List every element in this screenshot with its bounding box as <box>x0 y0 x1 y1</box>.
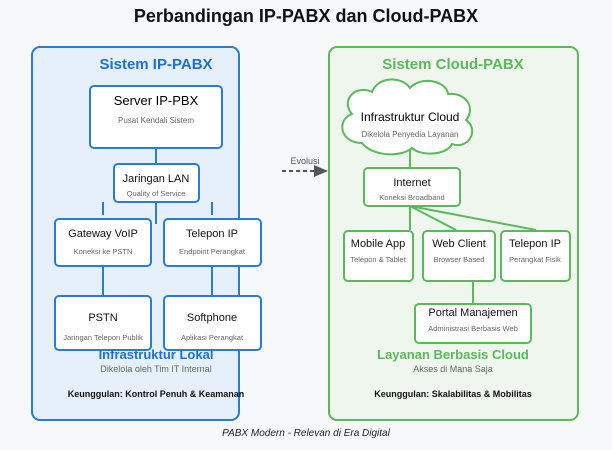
diagram-title: Perbandingan IP-PABX dan Cloud-PABX <box>133 6 479 26</box>
portal-title: Portal Manajemen <box>428 307 518 319</box>
cloud-footer-title: Layanan Berbasis Cloud <box>377 347 529 362</box>
cloud-sub: Dikelola Penyedia Layanan <box>361 130 459 139</box>
cloud-advantage: Keunggulan: Skalabilitas & Mobilitas <box>374 389 532 399</box>
ip-pabx-title: Sistem IP-PABX <box>99 56 213 73</box>
gateway-box <box>54 218 152 267</box>
ip-pabx-advantage: Keunggulan: Kontrol Penuh & Keamanan <box>67 389 245 399</box>
mobile-app-box <box>343 230 414 282</box>
softphone-title: Softphone <box>186 312 238 324</box>
cloud-pabx-title: Sistem Cloud-PABX <box>382 56 524 73</box>
ip-phone-box <box>163 218 262 267</box>
cloud-title: Infrastruktur Cloud <box>360 110 460 124</box>
caption: PABX Modern - Relevan di Era Digital <box>222 428 390 439</box>
pstn-title: PSTN <box>88 312 118 324</box>
mobile-app-sub: Telepon & Tablet <box>350 255 406 264</box>
pstn-sub: Jaringan Telepon Publik <box>63 333 143 342</box>
evolution-label: Evolusi <box>290 156 320 166</box>
internet-box <box>363 167 461 207</box>
ip-phone-sub: Endpoint Perangkat <box>179 247 245 256</box>
lan-box <box>113 163 200 203</box>
cloud-phone-title: Telepon IP <box>509 238 561 250</box>
lan-title: Jaringan LAN <box>122 173 190 185</box>
server-sub: Pusat Kendali Sistem <box>117 116 195 125</box>
cloud-phone-sub: Perangkat Fisik <box>509 255 561 264</box>
internet-title: Internet <box>393 177 431 189</box>
internet-sub: Koneksi Broadband <box>379 193 445 202</box>
softphone-sub: Aplikasi Perangkat <box>180 333 244 342</box>
ip-phone-title: Telepon IP <box>186 228 238 240</box>
cloud-footer-sub: Akses di Mana Saja <box>413 364 493 374</box>
gateway-sub: Koneksi ke PSTN <box>73 247 133 256</box>
web-client-box <box>422 230 496 282</box>
pstn-box <box>54 295 152 351</box>
ip-pabx-footer-title: Infrastruktur Lokal <box>98 347 214 362</box>
gateway-title: Gateway VoIP <box>68 228 138 240</box>
softphone-box <box>163 295 262 351</box>
portal-box <box>414 303 532 344</box>
mobile-app-title: Mobile App <box>350 238 406 250</box>
cloud-phone-box <box>500 230 571 282</box>
web-client-sub: Browser Based <box>433 255 485 264</box>
portal-sub: Administrasi Berbasis Web <box>428 324 518 333</box>
server-box <box>89 85 223 149</box>
web-client-title: Web Client <box>432 238 486 250</box>
lan-sub: Quality of Service <box>126 189 186 198</box>
server-title: Server IP-PBX <box>113 93 199 108</box>
ip-pabx-footer-sub: Dikelola oleh Tim IT Internal <box>100 364 212 374</box>
